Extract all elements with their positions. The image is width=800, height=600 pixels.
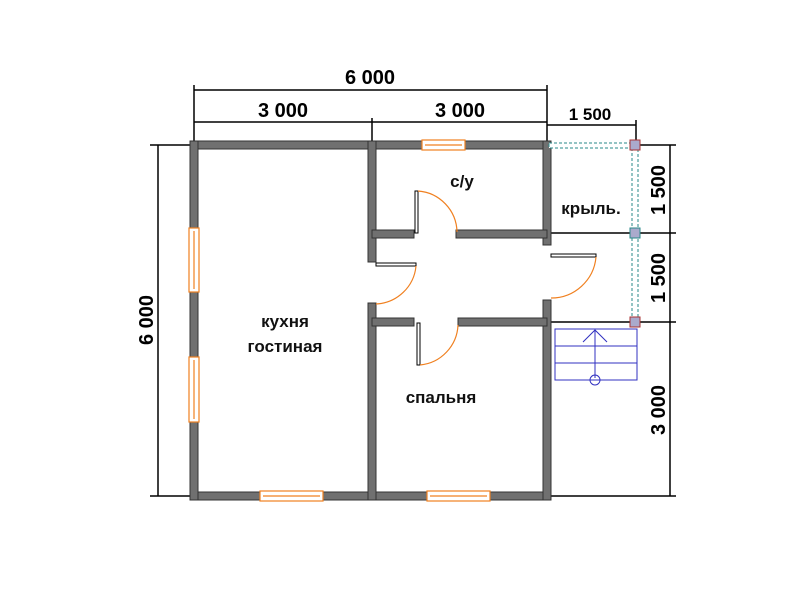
stairs [554,328,638,386]
room-label-kitchen: кухня [261,312,309,331]
porch-railing [548,139,641,328]
room-label-bedroom: спальня [406,388,477,407]
dim-lower-right-height: 3 000 [648,385,670,435]
room-label-living: гостиная [248,337,323,356]
room-label-bathroom: с/у [450,172,474,191]
room-label-porch: крыль. [561,199,620,218]
dim-left-width: 3 000 [258,100,308,122]
dim-total-width: 6 000 [345,67,395,89]
dim-total-height: 6 000 [136,295,158,345]
dim-porch-width: 1 500 [569,105,612,124]
dimension-lines [150,85,676,497]
dim-porch-lower-height: 1 500 [648,253,670,303]
dim-right-width: 3 000 [435,100,485,122]
walls [189,140,552,501]
dim-porch-upper-height: 1 500 [648,165,670,215]
doors [375,190,597,366]
windows [188,139,491,502]
